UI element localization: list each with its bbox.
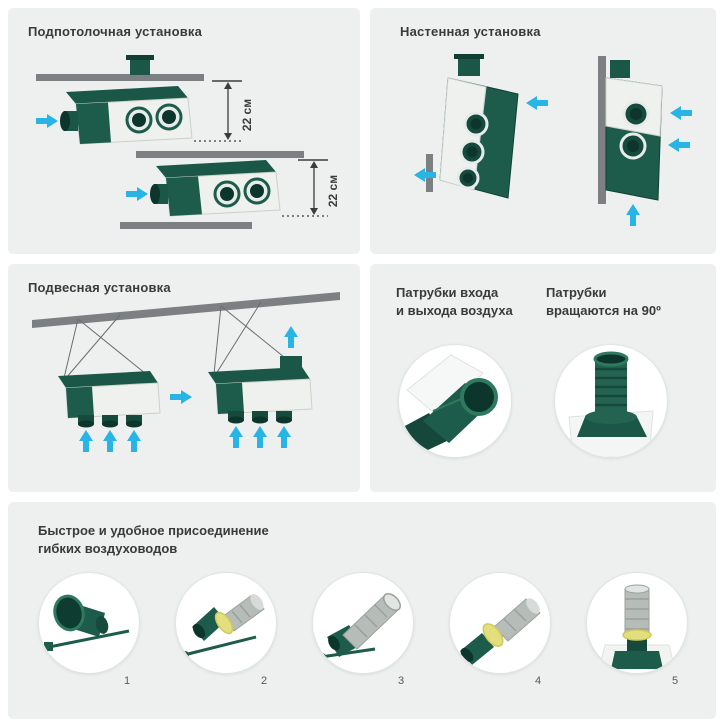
airflow-arrow xyxy=(668,138,690,152)
ventilation-unit xyxy=(60,86,193,145)
airflow-arrow xyxy=(126,187,148,201)
suspended-installation-diagram xyxy=(32,292,340,452)
step-photo xyxy=(175,572,277,674)
ceiling-bar xyxy=(136,151,304,158)
rotate-title-line2: вращаются на 90º xyxy=(546,303,661,318)
rotate-title: Патрубки вращаются на 90º xyxy=(546,284,661,320)
ceiling-bar xyxy=(36,74,204,81)
step-photo xyxy=(312,572,414,674)
ventilation-unit xyxy=(58,371,161,428)
wall-mount-variant-2 xyxy=(598,56,692,226)
wall-panel-title: Настенная установка xyxy=(400,24,541,39)
step-number: 4 xyxy=(535,675,542,687)
wall-bar xyxy=(598,56,606,204)
airflow-arrow xyxy=(229,426,243,448)
step-photo xyxy=(586,572,688,674)
rotating-pipe-photo xyxy=(554,344,668,458)
ceiling-mount-variant-2: 22 см xyxy=(120,151,340,229)
slanted-beam xyxy=(32,292,340,328)
step-number: 3 xyxy=(398,675,405,687)
dimension-indicator: 22 см xyxy=(194,80,254,142)
dimension-label: 22 см xyxy=(240,99,254,131)
airflow-arrow xyxy=(127,430,141,452)
wall-mount-variant-1 xyxy=(414,54,548,199)
suspension-cables xyxy=(63,314,147,379)
shelf-bar xyxy=(120,222,252,229)
rotate-title-line1: Патрубки xyxy=(546,285,607,300)
ceiling-installation-diagram: 22 см xyxy=(36,55,340,229)
airflow-arrow xyxy=(284,326,298,348)
airflow-arrow xyxy=(79,430,93,452)
dimension-indicator: 22 см xyxy=(282,159,340,217)
step-4-illustration xyxy=(460,598,541,665)
panel-suspended-installation: Подвесная установка xyxy=(8,264,360,492)
airflow-arrow xyxy=(36,114,58,128)
connection-steps: 1 2 xyxy=(38,572,688,704)
pipe-photo-illustration xyxy=(568,351,654,457)
airflow-arrow xyxy=(103,430,117,452)
step-number: 2 xyxy=(261,675,268,687)
ceiling-panel-title: Подпотолочная установка xyxy=(28,24,203,39)
step-2-illustration xyxy=(181,594,265,659)
airflow-arrow xyxy=(414,168,436,182)
inlet-outlet-title-line1: Патрубки входа xyxy=(396,285,499,300)
airflow-arrow xyxy=(526,96,548,110)
connection-title-line2: гибких воздуховодов xyxy=(38,541,178,556)
inlet-outlet-title-line2: и выхода воздуха xyxy=(396,303,513,318)
wall-installation-diagram xyxy=(414,54,692,226)
connection-step-5: 5 xyxy=(586,572,688,704)
step-photo xyxy=(38,572,140,674)
step-5-illustration xyxy=(598,584,676,670)
panel-pipes: Патрубки входа и выхода воздуха Патрубки… xyxy=(370,264,716,492)
inlet-outlet-photo xyxy=(398,344,512,458)
connection-title-line1: Быстрое и удобное присоединение xyxy=(38,523,269,538)
airflow-arrow xyxy=(253,426,267,448)
ventilation-unit xyxy=(150,160,281,217)
connection-step-3: 3 xyxy=(312,572,414,704)
step-1-illustration xyxy=(44,594,130,651)
inlet-outlet-title: Патрубки входа и выхода воздуха xyxy=(396,284,513,320)
airflow-arrow xyxy=(626,204,640,226)
step-3-illustration xyxy=(318,593,401,661)
ventilation-unit xyxy=(208,356,313,424)
connection-step-1: 1 xyxy=(38,572,140,704)
airflow-arrow xyxy=(277,426,291,448)
connection-step-2: 2 xyxy=(175,572,277,704)
step-number: 1 xyxy=(124,675,131,687)
suspended-panel-title: Подвесная установка xyxy=(28,280,171,295)
ceiling-mount-variant-1: 22 см xyxy=(36,55,254,145)
pipe-photo-illustration xyxy=(403,354,498,457)
step-number: 5 xyxy=(672,675,679,687)
step-photo xyxy=(449,572,551,674)
panel-duct-connection: Быстрое и удобное присоединение гибких в… xyxy=(8,502,716,719)
panel-wall-installation: Настенная установка xyxy=(370,8,716,254)
airflow-arrow xyxy=(670,106,692,120)
connection-title: Быстрое и удобное присоединение гибких в… xyxy=(38,522,269,558)
panel-ceiling-installation: Подпотолочная установка xyxy=(8,8,360,254)
dimension-label: 22 см xyxy=(326,175,340,207)
connection-step-4: 4 xyxy=(449,572,551,704)
airflow-arrow xyxy=(170,390,192,404)
